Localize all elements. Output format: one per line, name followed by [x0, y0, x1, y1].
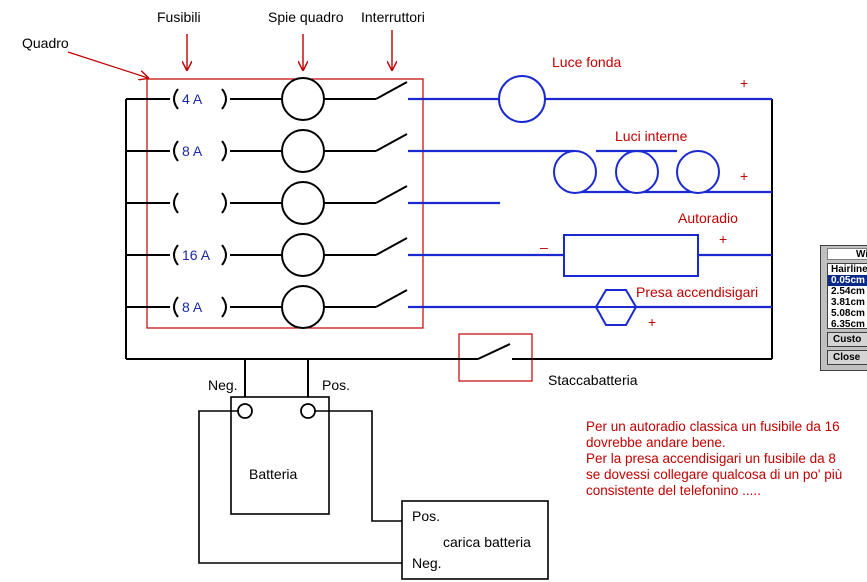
line-width-palette: Wi Hairline 0.05cm 2.54cm 3.81cm 5.08cm …	[820, 245, 867, 371]
row-4-switch	[375, 237, 408, 256]
lamp-interna-1	[553, 150, 597, 194]
staccabatteria-switch	[477, 343, 511, 360]
row-1-spia	[281, 77, 325, 121]
row-3-switch	[375, 185, 408, 204]
charger-neg-wire	[198, 410, 402, 564]
note-line-3: Per la presa accendisigari un fusibile d…	[586, 451, 836, 466]
battery-pos-terminal	[300, 403, 316, 419]
row-3-fuse-left	[173, 192, 179, 214]
label-quadro: Quadro	[22, 35, 69, 51]
label-luce-fonda: Luce fonda	[552, 54, 621, 70]
autoradio-box	[563, 234, 699, 277]
label-interruttori: Interruttori	[361, 9, 425, 25]
battery-neg-terminal	[237, 403, 253, 419]
row-3-fuse-right	[221, 192, 227, 214]
palette-item[interactable]: 2.54cm	[831, 286, 865, 297]
label-presa: Presa accendisigari	[636, 284, 758, 300]
charger-pos-wire	[315, 410, 402, 522]
row-5-fuse-right	[221, 296, 227, 318]
palette-custom-button[interactable]: Custo	[827, 332, 867, 347]
circuit-rows	[126, 77, 408, 329]
staccabatteria-box	[458, 333, 533, 382]
note-line-2: dovrebbe andare bene.	[586, 435, 726, 450]
label-neg: Neg.	[208, 377, 238, 393]
lamp-interna-3	[676, 150, 720, 194]
palette-item[interactable]: 6.35cm	[831, 319, 865, 330]
note-line-4: se dovessi collegare qualcosa di un po' …	[586, 467, 842, 482]
row-5-switch	[375, 289, 408, 308]
lamp-luce-fonda	[498, 75, 546, 123]
fuse-label-1: 4 A	[182, 91, 203, 107]
plus-luci-interne: +	[740, 168, 748, 184]
row-5-spia	[281, 285, 325, 329]
label-fusibili: Fusibili	[157, 9, 201, 25]
fuse-label-5: 8 A	[182, 299, 203, 315]
row-1-fuse-right	[221, 88, 227, 110]
row-3-spia	[281, 181, 325, 225]
row-2-spia	[281, 129, 325, 173]
row-2-switch	[375, 133, 408, 152]
label-batteria: Batteria	[249, 466, 297, 482]
note-line-1: Per un autoradio classica un fusibile da…	[586, 419, 840, 434]
row-5-fuse-left	[173, 296, 179, 318]
palette-item[interactable]: 3.81cm	[831, 297, 865, 308]
palette-item[interactable]: 0.05cm	[828, 275, 867, 286]
plus-autoradio: +	[719, 231, 727, 247]
plus-luce-fonda: +	[740, 75, 748, 91]
notes: Per un autoradio classica un fusibile da…	[586, 419, 842, 498]
row-1-switch	[375, 81, 408, 100]
palette-list[interactable]: Hairline 0.05cm 2.54cm 3.81cm 5.08cm 6.3…	[827, 263, 867, 330]
fuse-label-4: 16 A	[182, 247, 211, 263]
row-1-fuse-left	[173, 88, 179, 110]
label-carica-neg: Neg.	[412, 555, 442, 571]
label-staccabatteria: Staccabatteria	[548, 372, 638, 388]
label-carica-pos: Pos.	[412, 508, 440, 524]
label-pos: Pos.	[322, 377, 350, 393]
note-line-5: consistente del telefonino .....	[586, 483, 761, 498]
palette-header: Hairline	[831, 264, 867, 275]
label-carica-batteria: carica batteria	[443, 534, 531, 550]
palette-title: Wi	[827, 248, 867, 260]
label-autoradio: Autoradio	[678, 210, 738, 226]
minus-autoradio: –	[540, 239, 548, 255]
row-2-fuse-right	[221, 140, 227, 162]
fuse-label-2: 8 A	[182, 143, 203, 159]
row-4-spia	[281, 233, 325, 277]
carica-batteria-box	[401, 500, 549, 580]
row-4-fuse-right	[221, 244, 227, 266]
plus-presa: +	[648, 314, 656, 330]
row-4-fuse-left	[173, 244, 179, 266]
row-2-fuse-left	[173, 140, 179, 162]
arrow-quadro	[67, 51, 148, 78]
label-luci-interne: Luci interne	[615, 128, 688, 144]
palette-item[interactable]: 5.08cm	[831, 308, 865, 319]
label-spie-quadro: Spie quadro	[268, 9, 344, 25]
palette-close-button[interactable]: Close	[827, 350, 867, 365]
lamp-interna-2	[615, 150, 659, 194]
